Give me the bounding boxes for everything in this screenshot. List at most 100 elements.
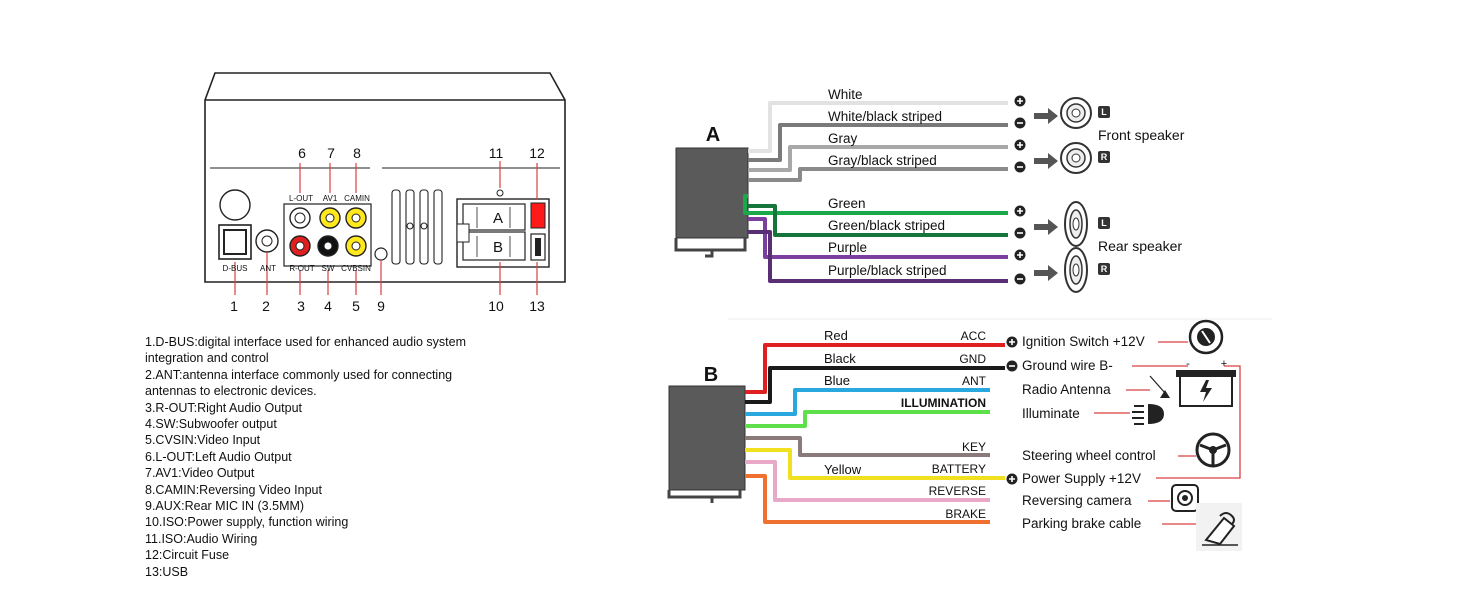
dest-ignition-switch: Ignition Switch +12V xyxy=(1022,334,1145,349)
wire-b-8-function: BRAKE xyxy=(945,507,986,521)
label-iso-b: B xyxy=(493,239,503,256)
port-description-list: 1.D-BUS:digital interface used for enhan… xyxy=(145,334,565,580)
rca-r-out-icon xyxy=(289,235,311,257)
connector-b-label: B xyxy=(704,364,718,386)
battery-icon: - + xyxy=(1176,358,1236,407)
wire-a-2-label: White/black striped xyxy=(828,109,942,124)
parking-brake-icon xyxy=(1196,503,1242,551)
dest-steering-wheel: Steering wheel control xyxy=(1022,448,1156,463)
rca-cvbsin-icon xyxy=(345,235,367,257)
minus-circle-icon xyxy=(1006,360,1018,372)
wire-b-4 xyxy=(745,410,990,428)
label-r-out: R-OUT xyxy=(289,264,314,273)
callout-7: 7 xyxy=(327,145,335,161)
badge-rear-left: L xyxy=(1101,218,1107,228)
callout-1: 1 xyxy=(230,298,238,314)
iso-a-port-icon xyxy=(462,203,526,231)
badge-front-left: L xyxy=(1101,107,1107,117)
wire-b-8 xyxy=(745,474,990,524)
battery-minus-label: - xyxy=(1186,358,1190,370)
wire-b-1-color: Red xyxy=(824,328,848,343)
label-dbus: D-BUS xyxy=(223,264,248,273)
callout-4: 4 xyxy=(324,298,332,314)
wire-b-3 xyxy=(745,388,990,416)
antenna-icon xyxy=(1149,375,1170,398)
wire-b-2-function: GND xyxy=(959,352,986,366)
description-line: 1.D-BUS:digital interface used for enhan… xyxy=(145,335,467,349)
fuse-icon xyxy=(530,202,546,229)
battery-plus-label: + xyxy=(1221,358,1227,370)
description-line: 4.SW:Subwoofer output xyxy=(145,417,277,432)
dest-illuminate: Illuminate xyxy=(1022,406,1080,421)
connector-a-label: A xyxy=(706,124,720,146)
description-line: 6.L-OUT:Left Audio Output xyxy=(145,449,292,464)
wire-b-6-color: Yellow xyxy=(824,462,862,477)
label-sw: SW xyxy=(322,264,335,273)
rca-camin-icon xyxy=(345,207,367,229)
wire-a-5 xyxy=(743,194,1008,215)
description-line: 2.ANT:antenna interface commonly used fo… xyxy=(145,367,453,382)
head-unit-rear-panel: D-BUS ANT L-OUT AV1 CAMIN R-OUT SW CVBSI… xyxy=(204,72,566,314)
wire-b-6 xyxy=(745,448,1005,480)
connector-b-plug-icon xyxy=(668,385,746,491)
callout-6: 6 xyxy=(298,145,306,161)
label-iso-a: A xyxy=(493,210,503,227)
wire-a-1 xyxy=(748,101,1008,153)
callout-8: 8 xyxy=(353,145,361,161)
polarity-symbols-a xyxy=(1014,95,1026,285)
connector-b-diagram: B Red Black Blue Yellow ACC GND ANT ILLU… xyxy=(667,318,1272,551)
description-line: 5.CVSIN:Video Input xyxy=(145,433,261,448)
description-line: integration and control xyxy=(145,351,269,366)
wire-a-4-label: Gray/black striped xyxy=(828,153,937,168)
plus-circle-icon xyxy=(1006,336,1018,348)
wire-a-1-label: White xyxy=(828,87,863,102)
connector-a-wires xyxy=(743,101,1008,283)
callout-2: 2 xyxy=(262,298,270,314)
speaker-front-left-icon xyxy=(1034,97,1092,129)
destination-leaders xyxy=(1094,341,1241,525)
description-line: 8.CAMIN:Reversing Video Input xyxy=(145,482,322,497)
wire-a-2 xyxy=(748,123,1008,162)
wire-a-3 xyxy=(748,145,1008,172)
wire-a-3-label: Gray xyxy=(828,131,858,146)
wire-b-7-function: REVERSE xyxy=(929,484,986,498)
wire-a-6-label: Green/black striped xyxy=(828,218,945,233)
dest-parking-brake: Parking brake cable xyxy=(1022,516,1141,531)
label-cvbsin: CVBSIN xyxy=(341,264,371,273)
plus-circle-icon xyxy=(1006,473,1018,485)
wire-a-7-label: Purple xyxy=(828,240,867,255)
aux-jack-icon xyxy=(374,247,388,261)
dest-radio-antenna: Radio Antenna xyxy=(1022,382,1111,397)
wire-a-7 xyxy=(748,217,1008,259)
label-ant: ANT xyxy=(260,264,276,273)
wire-b-5-function: KEY xyxy=(962,440,986,454)
wire-b-6-function: BATTERY xyxy=(932,462,986,476)
speaker-rear-left-icon xyxy=(1034,201,1088,247)
vent-slots-icon xyxy=(391,189,443,265)
callout-3: 3 xyxy=(297,298,305,314)
wire-b-3-function: ANT xyxy=(962,374,987,388)
description-line: antennas to electronic devices. xyxy=(145,384,317,399)
ignition-key-icon xyxy=(1188,319,1224,355)
rca-av1-icon xyxy=(319,207,341,229)
front-speaker-label: Front speaker xyxy=(1098,127,1185,143)
wire-a-5-label: Green xyxy=(828,196,866,211)
label-l-out: L-OUT xyxy=(289,194,313,203)
connector-b-wires xyxy=(745,343,1005,524)
speaker-front-right-icon xyxy=(1034,142,1092,174)
steering-wheel-icon xyxy=(1195,432,1231,468)
callout-13: 13 xyxy=(529,298,545,314)
description-line: 3.R-OUT:Right Audio Output xyxy=(145,400,303,415)
rca-sw-icon xyxy=(317,235,339,257)
dest-power-supply: Power Supply +12V xyxy=(1022,471,1141,486)
dbus-round-icon xyxy=(219,189,251,221)
callout-5: 5 xyxy=(352,298,360,314)
description-line: 12:Circuit Fuse xyxy=(145,548,230,563)
leader-lines xyxy=(234,161,538,295)
wire-a-8 xyxy=(748,230,1008,283)
connector-a-plug-icon xyxy=(675,147,749,239)
badge-front-right: R xyxy=(1101,152,1108,162)
wire-b-7 xyxy=(745,460,990,502)
label-av1: AV1 xyxy=(323,194,338,203)
